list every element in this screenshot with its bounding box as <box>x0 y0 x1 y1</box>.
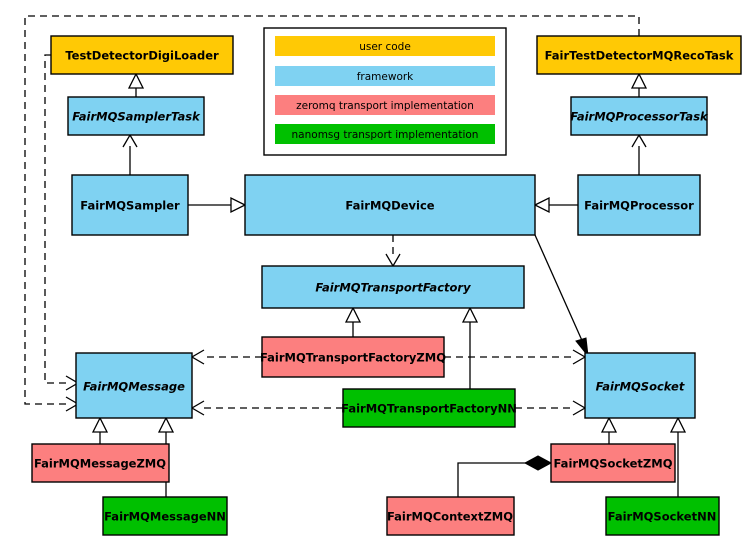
arrowhead-tfnn-to-transportfactory <box>461 306 479 323</box>
node-layer: TestDetectorDigiLoader FairMQSamplerTask… <box>31 35 742 536</box>
legend-item-nanomsg: nanomsg transport implementation <box>275 124 495 144</box>
node-fairmqtransportfactoryzmq[interactable]: FairMQTransportFactoryZMQ <box>260 336 446 378</box>
legend-item-zeromq: zeromq transport implementation <box>275 95 495 115</box>
node-rect-fairmqsocketnn[interactable] <box>605 496 720 536</box>
node-label-fairmqtransportfactoryzmq: FairMQTransportFactoryZMQ <box>260 351 446 365</box>
legend: user code framework zeromq transport imp… <box>263 27 507 156</box>
node-label-fairmqtransportfactorynn: FairMQTransportFactoryNN <box>341 402 517 416</box>
legend-swatch-nanomsg <box>275 124 495 144</box>
arrowhead-processor-to-device <box>533 196 550 214</box>
arrowhead-messagenn-to-message <box>157 416 175 433</box>
node-fairmqprocessortask[interactable]: FairMQProcessorTask <box>570 96 709 136</box>
node-fairmqsocketzmq[interactable]: FairMQSocketZMQ <box>550 443 676 483</box>
node-fairmqcontextzmq[interactable]: FairMQContextZMQ <box>386 496 515 536</box>
legend-label-framework: framework <box>357 71 414 83</box>
node-rect-fairmqtransportfactoryzmq[interactable] <box>261 336 445 378</box>
legend-label-user-code: user code <box>359 41 411 53</box>
node-rect-fairmqdevice[interactable] <box>244 174 536 236</box>
node-rect-fairmqsampler[interactable] <box>71 174 189 236</box>
edge-socketzmq-to-contextzmq <box>457 462 536 497</box>
legend-label-nanomsg: nanomsg transport implementation <box>292 129 479 141</box>
node-fairmqmessagezmq[interactable]: FairMQMessageZMQ <box>31 443 170 483</box>
node-fairmqmessage[interactable]: FairMQMessage <box>75 352 193 419</box>
node-label-fairtestdetectormqrecotask: FairTestDetectorMQRecoTask <box>545 49 734 63</box>
node-rect-fairmqtransportfactorynn[interactable] <box>342 388 516 428</box>
node-fairmqtransportfactory[interactable]: FairMQTransportFactory <box>261 265 525 309</box>
edge-layer <box>24 15 687 497</box>
node-label-fairmqmessagezmq: FairMQMessageZMQ <box>34 457 166 471</box>
node-rect-fairmqmessage[interactable] <box>75 352 193 419</box>
legend-item-user-code: user code <box>275 36 495 56</box>
arrowhead-tfzmq-to-transportfactory <box>344 306 362 323</box>
node-label-fairmqprocessortask: FairMQProcessorTask <box>570 110 709 124</box>
edge-digiloader-to-message <box>44 54 66 384</box>
node-rect-fairmqmessagenn[interactable] <box>102 496 228 536</box>
edge-recotask-to-message <box>24 15 640 405</box>
node-rect-fairmqtransportfactory[interactable] <box>261 265 525 309</box>
arrowhead-messagezmq-to-message <box>91 416 109 433</box>
node-rect-fairmqprocessortask[interactable] <box>570 96 708 136</box>
node-label-fairmqsocketnn: FairMQSocketNN <box>608 510 717 524</box>
arrowhead-digiloader-to-samplertask <box>127 72 145 89</box>
node-label-fairmqsocket: FairMQSocket <box>596 380 685 394</box>
node-rect-testdetectordigiloader[interactable] <box>50 35 234 75</box>
node-fairmqsocketnn[interactable]: FairMQSocketNN <box>605 496 720 536</box>
node-testdetectordigiloader[interactable]: TestDetectorDigiLoader <box>50 35 234 75</box>
node-rect-fairmqsocket[interactable] <box>584 352 696 419</box>
legend-label-zeromq: zeromq transport implementation <box>296 100 474 112</box>
node-rect-fairtestdetectormqrecotask[interactable] <box>536 35 742 75</box>
legend-swatch-framework <box>275 66 495 86</box>
node-fairmqmessagenn[interactable]: FairMQMessageNN <box>102 496 228 536</box>
node-rect-fairmqprocessor[interactable] <box>577 174 701 236</box>
legend-swatch-zeromq <box>275 95 495 115</box>
node-label-fairmqcontextzmq: FairMQContextZMQ <box>387 510 513 524</box>
node-label-fairmqmessage: FairMQMessage <box>83 380 185 394</box>
arrowhead-device-to-socket <box>575 337 589 358</box>
node-label-fairmqdevice: FairMQDevice <box>345 199 434 213</box>
arrowhead-socketnn-to-socket <box>669 416 687 433</box>
arrowhead-socketzmq-to-socket <box>600 416 618 433</box>
legend-swatch-user-code <box>275 36 495 56</box>
legend-item-framework: framework <box>275 66 495 86</box>
node-fairmqsamplertask[interactable]: FairMQSamplerTask <box>67 96 205 136</box>
node-fairmqprocessor[interactable]: FairMQProcessor <box>577 174 701 236</box>
node-rect-fairmqsamplertask[interactable] <box>67 96 205 136</box>
node-label-fairmqsampler: FairMQSampler <box>80 199 180 213</box>
node-fairmqdevice[interactable]: FairMQDevice <box>244 174 536 236</box>
node-label-fairmqtransportfactory: FairMQTransportFactory <box>315 281 471 295</box>
arrowhead-sampler-to-device <box>230 196 247 214</box>
node-fairtestdetectormqrecotask[interactable]: FairTestDetectorMQRecoTask <box>536 35 742 75</box>
node-label-fairmqprocessor: FairMQProcessor <box>584 199 694 213</box>
node-label-testdetectordigiloader: TestDetectorDigiLoader <box>65 49 219 63</box>
node-label-fairmqsocketzmq: FairMQSocketZMQ <box>554 457 673 471</box>
node-fairmqsocket[interactable]: FairMQSocket <box>584 352 696 419</box>
diamond-socketzmq-composition <box>523 455 553 471</box>
node-fairmqsampler[interactable]: FairMQSampler <box>71 174 189 236</box>
node-rect-fairmqcontextzmq[interactable] <box>386 496 515 536</box>
node-fairmqtransportfactorynn[interactable]: FairMQTransportFactoryNN <box>341 388 517 428</box>
node-rect-fairmqmessagezmq[interactable] <box>31 443 170 483</box>
edge-device-to-socket <box>534 234 585 346</box>
node-label-fairmqmessagenn: FairMQMessageNN <box>104 510 226 524</box>
node-rect-fairmqsocketzmq[interactable] <box>550 443 676 483</box>
arrowhead-recotask-to-processortask <box>630 72 648 89</box>
node-label-fairmqsamplertask: FairMQSamplerTask <box>72 110 201 124</box>
